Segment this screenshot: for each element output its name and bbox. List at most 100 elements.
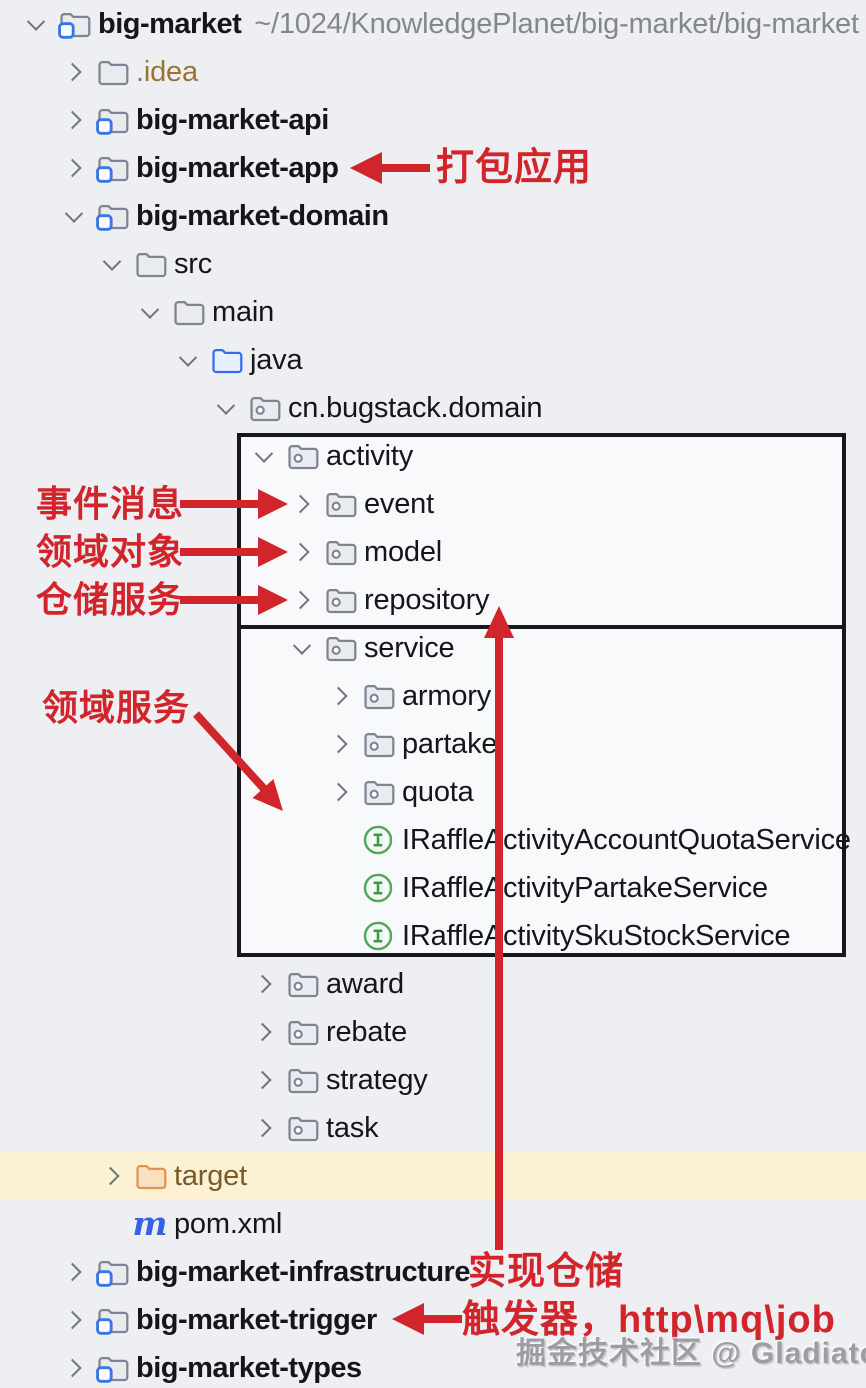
- chevron-right-icon[interactable]: [59, 1248, 89, 1296]
- chevron-right-icon[interactable]: [249, 960, 279, 1008]
- folder-icon: [171, 295, 205, 329]
- chevron-right-icon[interactable]: [97, 1152, 127, 1200]
- package-folder-icon: [285, 1111, 319, 1145]
- package-folder-icon: [323, 631, 357, 665]
- tree-row-big-market[interactable]: big-market~/1024/KnowledgePlanet/big-mar…: [0, 0, 866, 48]
- chevron-down-icon[interactable]: [97, 240, 127, 288]
- chevron-down-icon[interactable]: [135, 288, 165, 336]
- interface-icon: [361, 823, 395, 857]
- tree-row-armory[interactable]: armory: [0, 672, 866, 720]
- package-folder-icon: [361, 679, 395, 713]
- package-folder-icon: [285, 1015, 319, 1049]
- package-folder-icon: [285, 1063, 319, 1097]
- module-folder-icon: [95, 1303, 129, 1337]
- highlight-box-divider: [237, 625, 846, 629]
- interface-icon: [361, 871, 395, 905]
- package-folder-icon: [361, 727, 395, 761]
- chevron-right-icon[interactable]: [287, 528, 317, 576]
- chevron-down-icon[interactable]: [59, 192, 89, 240]
- chevron-down-icon[interactable]: [211, 384, 241, 432]
- chevron-right-icon[interactable]: [325, 720, 355, 768]
- annotation-infrastructure-label: 实现仓储: [468, 1251, 625, 1293]
- tree-row-big-market-infrastructure[interactable]: big-market-infrastructure: [0, 1248, 866, 1296]
- tree-row-big-market-types[interactable]: big-market-types: [0, 1344, 866, 1388]
- tree-item-label: quota: [402, 776, 474, 808]
- tree-item-label: award: [326, 968, 404, 1000]
- module-folder-icon: [95, 1351, 129, 1385]
- tree-row-target[interactable]: target: [0, 1152, 866, 1200]
- chevron-down-icon[interactable]: [21, 0, 51, 48]
- tree-item-label: big-market-infrastructure: [136, 1256, 470, 1288]
- tree-row-event[interactable]: event: [0, 480, 866, 528]
- package-folder-icon: [247, 391, 281, 425]
- chevron-right-icon[interactable]: [249, 1056, 279, 1104]
- tree-item-label: big-market-types: [136, 1352, 362, 1384]
- annotation-event-label: 事件消息: [36, 483, 185, 524]
- package-folder-icon: [285, 967, 319, 1001]
- annotation-trigger-label: 触发器，http\mq\job: [462, 1299, 836, 1341]
- tree-row-quota[interactable]: quota: [0, 768, 866, 816]
- tree-row-.idea[interactable]: .idea: [0, 48, 866, 96]
- tree-item-label: .idea: [136, 56, 198, 88]
- module-folder-icon: [95, 199, 129, 233]
- chevron-right-icon[interactable]: [287, 576, 317, 624]
- chevron-right-icon[interactable]: [59, 144, 89, 192]
- tree-row-rebate[interactable]: rebate: [0, 1008, 866, 1056]
- chevron-right-icon[interactable]: [249, 1104, 279, 1152]
- tree-item-label: pom.xml: [174, 1208, 283, 1240]
- folder-icon: [133, 247, 167, 281]
- package-folder-icon: [361, 775, 395, 809]
- tree-row-task[interactable]: task: [0, 1104, 866, 1152]
- tree-row-strategy[interactable]: strategy: [0, 1056, 866, 1104]
- tree-row-service[interactable]: service: [0, 624, 866, 672]
- tree-item-label: big-market-app: [136, 152, 339, 184]
- module-folder-icon: [95, 103, 129, 137]
- tree-row-big-market-app[interactable]: big-market-app: [0, 144, 866, 192]
- chevron-right-icon[interactable]: [59, 48, 89, 96]
- watermark: 掘金技术社区 @ Gladiator1: [516, 1337, 866, 1370]
- package-folder-icon: [323, 535, 357, 569]
- tree-item-label: cn.bugstack.domain: [288, 392, 543, 424]
- chevron-down-icon[interactable]: [249, 432, 279, 480]
- tree-item-label: target: [174, 1160, 247, 1192]
- interface-icon: [361, 919, 395, 953]
- tree-row-java[interactable]: java: [0, 336, 866, 384]
- chevron-right-icon[interactable]: [287, 480, 317, 528]
- maven-icon: m: [132, 1204, 168, 1243]
- tree-row-main[interactable]: main: [0, 288, 866, 336]
- tree-row-big-market-api[interactable]: big-market-api: [0, 96, 866, 144]
- chevron-right-icon[interactable]: [59, 1344, 89, 1388]
- chevron-down-icon[interactable]: [287, 624, 317, 672]
- tree-row-partake[interactable]: partake: [0, 720, 866, 768]
- tree-item-label: java: [250, 344, 303, 376]
- tree-row-big-market-domain[interactable]: big-market-domain: [0, 192, 866, 240]
- tree-row-iraffleactivityaccountquotaservice[interactable]: IRaffleActivityAccountQuotaService: [0, 816, 866, 864]
- package-folder-icon: [323, 583, 357, 617]
- package-folder-icon: [285, 439, 319, 473]
- chevron-right-icon[interactable]: [325, 672, 355, 720]
- tree-row-cn.bugstack.domain[interactable]: cn.bugstack.domain: [0, 384, 866, 432]
- chevron-right-icon[interactable]: [59, 1296, 89, 1344]
- tree-row-model[interactable]: model: [0, 528, 866, 576]
- chevron-right-icon[interactable]: [325, 768, 355, 816]
- tree-row-repository[interactable]: repository: [0, 576, 866, 624]
- tree-row-activity[interactable]: activity: [0, 432, 866, 480]
- tree-row-award[interactable]: award: [0, 960, 866, 1008]
- tree-row-iraffleactivitypartakeservice[interactable]: IRaffleActivityPartakeService: [0, 864, 866, 912]
- tree-item-label: task: [326, 1112, 379, 1144]
- tree-item-label: armory: [402, 680, 492, 712]
- chevron-down-icon[interactable]: [173, 336, 203, 384]
- chevron-right-icon[interactable]: [59, 96, 89, 144]
- tree-item-label: big-market-domain: [136, 200, 389, 232]
- annotation-model-label: 领域对象: [36, 531, 185, 572]
- chevron-right-icon[interactable]: [249, 1008, 279, 1056]
- tree-item-label: service: [364, 632, 455, 664]
- tree-row-iraffleactivityskustockservice[interactable]: IRaffleActivitySkuStockService: [0, 912, 866, 960]
- tree-item-label: big-market-trigger: [136, 1304, 377, 1336]
- tree-row-src[interactable]: src: [0, 240, 866, 288]
- tree-item-label: IRaffleActivityAccountQuotaService: [402, 824, 851, 856]
- tree-item-label: big-market: [98, 8, 242, 40]
- tree-row-big-market-trigger[interactable]: big-market-trigger: [0, 1296, 866, 1344]
